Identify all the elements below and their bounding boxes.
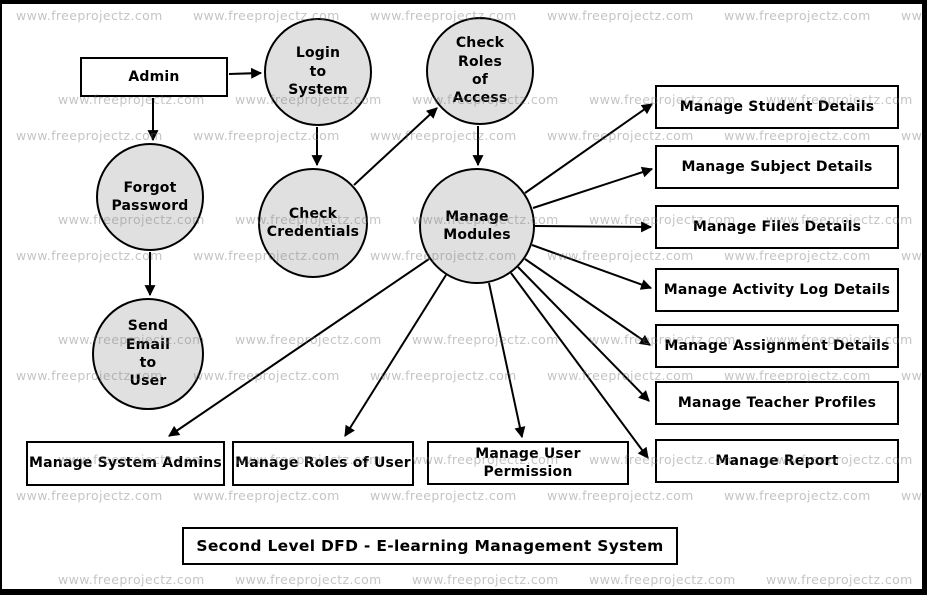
- process-login-to-system: Login to System: [264, 18, 372, 126]
- process-manage-modules: Manage Modules: [419, 168, 535, 284]
- edge-modules-to-student: [524, 103, 653, 194]
- box-manage-files-details: Manage Files Details: [655, 205, 899, 249]
- edge-modules-to-activity: [531, 244, 653, 290]
- edge-admin-to-login: [228, 67, 263, 79]
- edge-modules-to-subject: [532, 166, 654, 209]
- edge-checkcred-to-checkroles: [353, 107, 438, 186]
- diagram-title-box: Second Level DFD - E-learning Management…: [182, 527, 678, 565]
- box-manage-student-details: Manage Student Details: [655, 85, 899, 129]
- edge-modules-to-rolesuser: [344, 274, 447, 437]
- box-manage-assignment-details: Manage Assignment Details: [655, 324, 899, 368]
- box-manage-report: Manage Report: [655, 439, 899, 483]
- box-manage-user-permission: Manage User Permission: [427, 441, 629, 485]
- box-manage-roles-of-user: Manage Roles of User: [232, 441, 414, 486]
- edge-modules-to-report: [510, 272, 649, 459]
- edge-modules-to-files: [534, 221, 653, 233]
- process-check-credentials: Check Credentials: [258, 168, 368, 278]
- edge-modules-to-teacher: [517, 266, 650, 402]
- box-manage-teacher-profiles: Manage Teacher Profiles: [655, 381, 899, 425]
- edge-modules-to-assignment: [524, 258, 651, 346]
- edge-modules-to-sysadmins: [168, 258, 430, 437]
- process-send-email-to-user: Send Email to User: [92, 298, 204, 410]
- entity-admin: Admin: [80, 57, 228, 97]
- box-manage-activity-log-details: Manage Activity Log Details: [655, 268, 899, 312]
- process-check-roles-of-access: Check Roles of Access: [426, 17, 534, 125]
- process-forgot-password: Forgot Password: [96, 143, 204, 251]
- box-manage-system-admins: Manage System Admins: [26, 441, 225, 486]
- box-manage-subject-details: Manage Subject Details: [655, 145, 899, 189]
- diagram-title: Second Level DFD - E-learning Management…: [196, 537, 664, 555]
- edge-modules-to-permission: [488, 282, 526, 439]
